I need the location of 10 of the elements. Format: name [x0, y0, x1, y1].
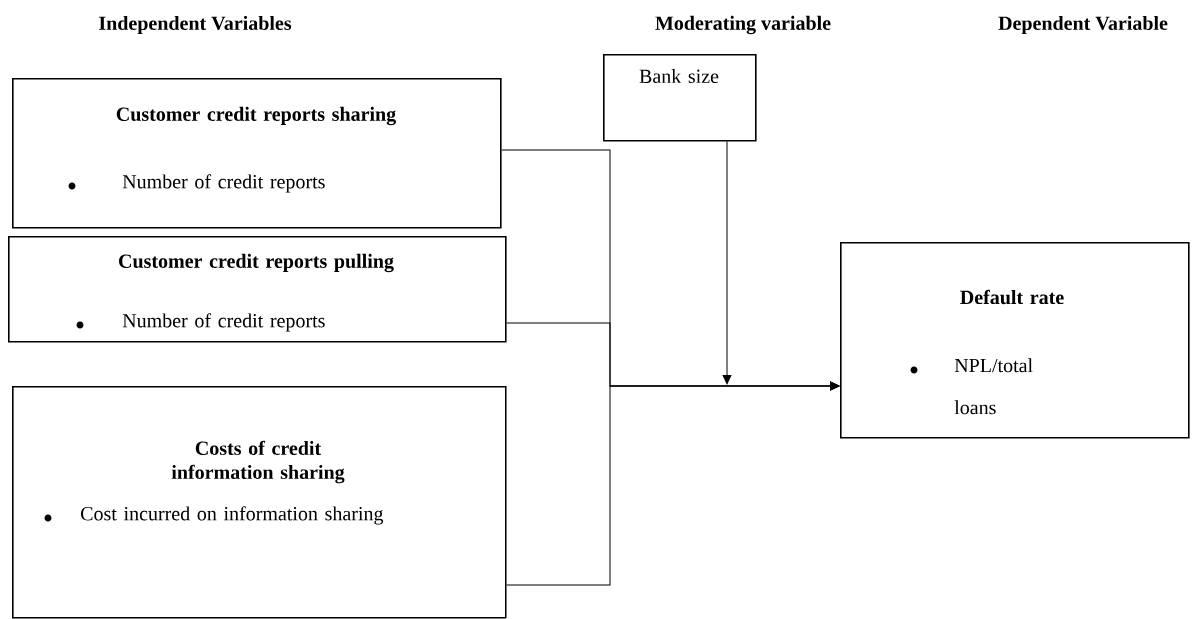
arrow	[722, 141, 732, 385]
column-heading: Moderating variable	[655, 15, 831, 35]
text-box: Costs of credit information sharing Cost incurred on information sharing	[12, 386, 507, 619]
text-box: Customer credit reports pulling Number of credit reports	[8, 236, 507, 343]
column-heading: Dependent Variable	[998, 15, 1168, 35]
text-box: Bank size	[603, 54, 757, 142]
arrow	[506, 381, 840, 586]
text-box: Customer credit reports sharing Number of credit reports	[12, 78, 502, 229]
text-box: Default rate NPL/total loans	[840, 242, 1190, 439]
column-heading: Independent Variables	[99, 15, 292, 35]
